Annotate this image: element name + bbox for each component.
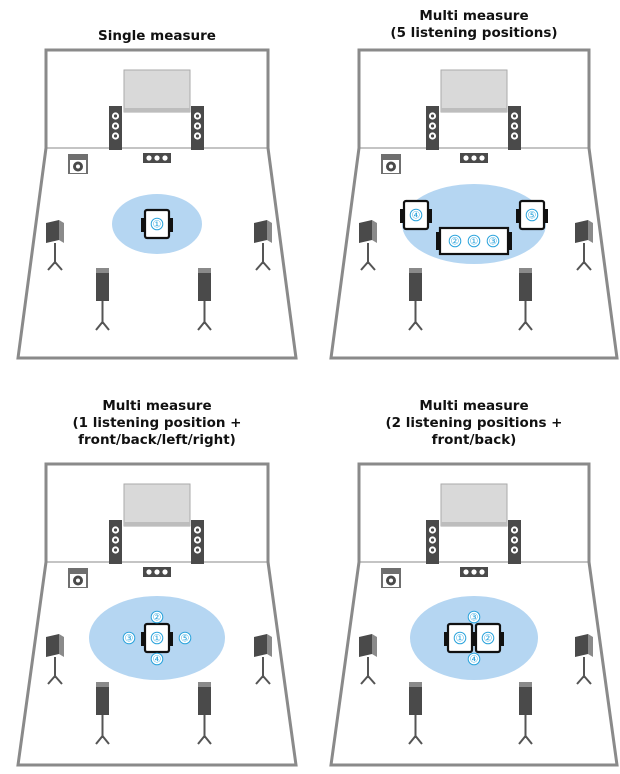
listening-area: ① ② ④ ③ ⑤ bbox=[89, 596, 225, 680]
surround-back-right-speaker-icon bbox=[518, 268, 533, 331]
surround-right-speaker-icon bbox=[575, 220, 593, 271]
listening-area: ① bbox=[112, 194, 202, 254]
surround-back-left-speaker-icon bbox=[95, 682, 110, 745]
title-line: front/back/left/right) bbox=[78, 432, 236, 448]
chair-icon: ① bbox=[141, 622, 173, 654]
center-speaker-icon bbox=[143, 567, 171, 577]
front-left-speaker-icon bbox=[426, 106, 439, 150]
subwoofer-icon bbox=[381, 568, 401, 588]
position-number: ① bbox=[153, 220, 162, 231]
position-number: ④ bbox=[412, 211, 421, 222]
chair-icon: ① bbox=[444, 622, 476, 654]
surround-back-right-speaker-icon bbox=[197, 268, 212, 331]
front-left-speaker-icon bbox=[426, 520, 439, 564]
room-outline bbox=[16, 462, 298, 767]
title-line: Multi measure bbox=[102, 398, 212, 414]
chair-icon: ④ bbox=[400, 199, 432, 231]
position-number: ④ bbox=[153, 655, 162, 666]
room-outline bbox=[329, 462, 619, 767]
title-line: front/back) bbox=[431, 432, 517, 448]
position-number: ③ bbox=[470, 613, 479, 624]
panel-title: Multi measure (5 listening positions) bbox=[329, 8, 619, 42]
tv-icon bbox=[123, 483, 191, 527]
title-line: Multi measure bbox=[419, 398, 529, 414]
surround-right-speaker-icon bbox=[254, 634, 272, 685]
subwoofer-icon bbox=[381, 154, 401, 174]
tv-icon bbox=[440, 69, 508, 113]
room-outline bbox=[329, 48, 619, 360]
position-number: ① bbox=[153, 634, 162, 645]
position-number: ④ bbox=[470, 655, 479, 666]
panel-title: Single measure bbox=[16, 28, 298, 45]
front-left-speaker-icon bbox=[109, 520, 122, 564]
surround-left-speaker-icon bbox=[359, 634, 377, 685]
surround-back-right-speaker-icon bbox=[197, 682, 212, 745]
surround-back-left-speaker-icon bbox=[95, 268, 110, 331]
room-diagram: ① ②③ ④ bbox=[329, 462, 619, 767]
center-speaker-icon bbox=[460, 567, 488, 577]
surround-left-speaker-icon bbox=[46, 220, 64, 271]
room-outline bbox=[16, 48, 298, 360]
position-number: ⑤ bbox=[181, 634, 190, 645]
surround-back-right-speaker-icon bbox=[518, 682, 533, 745]
subwoofer-icon bbox=[68, 154, 88, 174]
chair-icon: ② bbox=[472, 622, 504, 654]
center-speaker-icon bbox=[460, 153, 488, 163]
front-right-speaker-icon bbox=[191, 106, 204, 150]
position-number: ③ bbox=[489, 237, 498, 248]
title-line: Single measure bbox=[98, 28, 216, 44]
tv-icon bbox=[123, 69, 191, 113]
room-diagram: ① bbox=[16, 48, 298, 360]
chair-icon: ① bbox=[141, 208, 173, 240]
surround-back-left-speaker-icon bbox=[408, 682, 423, 745]
listening-area: ① ②③ ④ bbox=[410, 596, 538, 680]
center-speaker-icon bbox=[143, 153, 171, 163]
chair-icon: ⑤ bbox=[516, 199, 548, 231]
surround-left-speaker-icon bbox=[46, 634, 64, 685]
position-number: ② bbox=[153, 613, 162, 624]
position-number: ② bbox=[451, 237, 460, 248]
position-number: ⑤ bbox=[528, 211, 537, 222]
position-number: ② bbox=[484, 634, 493, 645]
title-line: (1 listening position + bbox=[72, 415, 242, 431]
position-number: ① bbox=[456, 634, 465, 645]
subwoofer-icon bbox=[68, 568, 88, 588]
surround-right-speaker-icon bbox=[575, 634, 593, 685]
title-line: (2 listening positions + bbox=[385, 415, 563, 431]
front-right-speaker-icon bbox=[191, 520, 204, 564]
surround-back-left-speaker-icon bbox=[408, 268, 423, 331]
panel-title: Multi measure (2 listening positions + f… bbox=[329, 398, 619, 449]
front-left-speaker-icon bbox=[109, 106, 122, 150]
front-right-speaker-icon bbox=[508, 106, 521, 150]
front-right-speaker-icon bbox=[508, 520, 521, 564]
room-diagram: ① ② ④ ③ ⑤ bbox=[16, 462, 298, 767]
position-number: ③ bbox=[125, 634, 134, 645]
surround-right-speaker-icon bbox=[254, 220, 272, 271]
panel-title: Multi measure (1 listening position + fr… bbox=[16, 398, 298, 449]
title-line: (5 listening positions) bbox=[390, 25, 558, 41]
position-number: ① bbox=[470, 237, 479, 248]
title-line: Multi measure bbox=[419, 8, 529, 24]
surround-left-speaker-icon bbox=[359, 220, 377, 271]
tv-icon bbox=[440, 483, 508, 527]
